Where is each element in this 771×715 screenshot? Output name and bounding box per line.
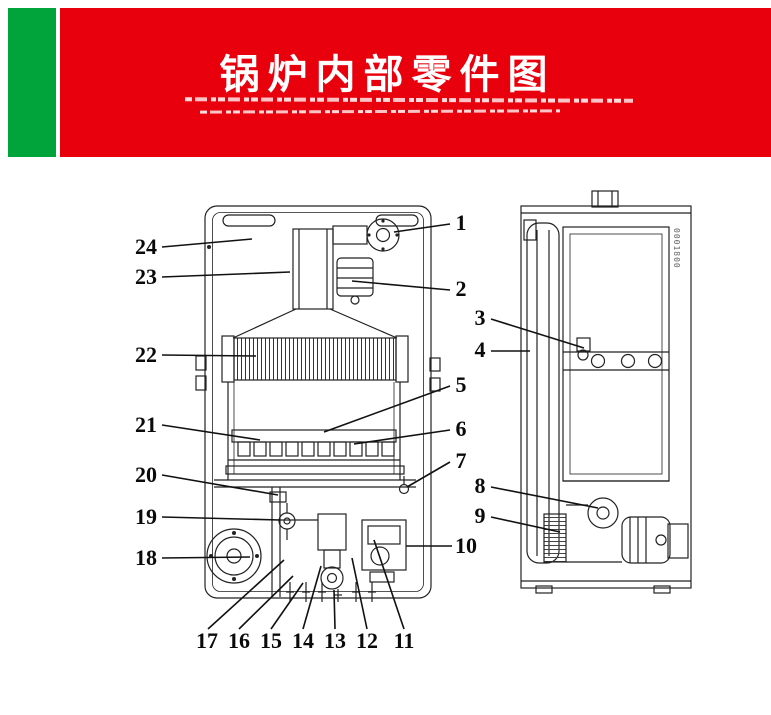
callout-2: 2	[455, 276, 467, 301]
front-view	[195, 205, 441, 602]
callout-24: 24	[135, 234, 157, 259]
serial-number-text: 0001800	[672, 228, 681, 269]
callout-16: 16	[228, 628, 250, 653]
side-view	[520, 190, 692, 594]
callout-22: 22	[135, 342, 157, 367]
callout-23: 23	[135, 264, 157, 289]
callout-10: 10	[455, 533, 477, 558]
callout-20: 20	[135, 462, 157, 487]
callout-15: 15	[260, 628, 282, 653]
accent-block	[8, 8, 56, 157]
callout-14: 14	[292, 628, 314, 653]
callout-7: 7	[455, 448, 467, 473]
callout-19: 19	[135, 504, 157, 529]
callout-4: 4	[474, 337, 486, 362]
callout-3: 3	[474, 305, 486, 330]
callout-18: 18	[135, 545, 157, 570]
page-title: 锅炉内部零件图	[219, 52, 556, 98]
callout-11: 11	[393, 628, 415, 653]
callout-17: 17	[196, 628, 218, 653]
callout-1: 1	[455, 210, 467, 235]
callout-5: 5	[455, 372, 467, 397]
banner-background: 锅炉内部零件图	[60, 8, 771, 157]
callout-13: 13	[324, 628, 346, 653]
leader-lines	[161, 223, 599, 630]
callout-8: 8	[474, 473, 486, 498]
callout-6: 6	[455, 416, 467, 441]
callout-9: 9	[474, 503, 486, 528]
callout-12: 12	[356, 628, 378, 653]
callout-21: 21	[135, 412, 157, 437]
